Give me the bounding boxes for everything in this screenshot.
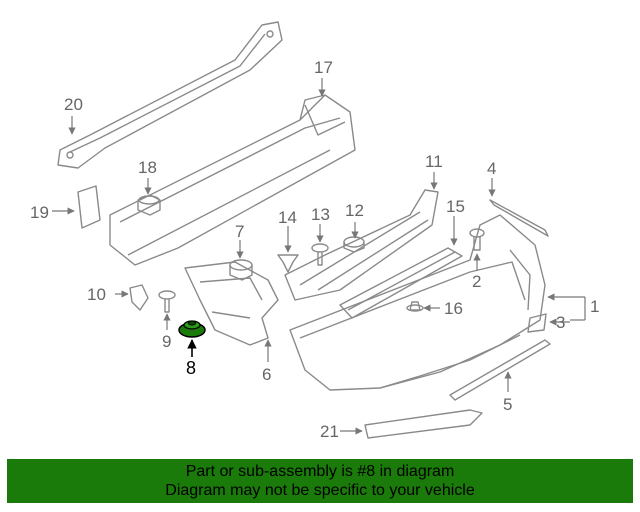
callout-2: 2 bbox=[472, 272, 481, 291]
callout-14: 14 bbox=[278, 208, 297, 227]
part-16-clip bbox=[406, 301, 424, 312]
part-19-plate bbox=[77, 185, 101, 229]
banner-line-2: Diagram may not be specific to your vehi… bbox=[165, 482, 475, 499]
callout-12: 12 bbox=[345, 201, 364, 220]
callout-9: 9 bbox=[162, 332, 171, 351]
callout-18: 18 bbox=[138, 158, 157, 177]
callout-5: 5 bbox=[503, 395, 512, 414]
part-20-support-bar bbox=[57, 21, 283, 169]
part-2-screw bbox=[469, 228, 485, 251]
callout-17: 17 bbox=[314, 58, 333, 77]
callout-11: 11 bbox=[425, 152, 443, 171]
part-3-reflector bbox=[527, 313, 547, 333]
callout-19: 19 bbox=[30, 203, 49, 222]
exploded-parts-diagram: 20 17 18 19 11 4 12 13 14 15 7 2 10 9 6 … bbox=[30, 21, 599, 441]
banner-line-1: Part or sub-assembly is #8 in diagram bbox=[185, 463, 455, 480]
callout-4: 4 bbox=[487, 159, 496, 178]
part-17-reinforcement-beam bbox=[109, 94, 356, 266]
callout-16: 16 bbox=[444, 299, 463, 318]
part-18-nut bbox=[137, 194, 161, 216]
info-banner: Part or sub-assembly is #8 in diagram Di… bbox=[7, 459, 633, 503]
part-11-bracket bbox=[284, 189, 439, 301]
callout-13: 13 bbox=[311, 205, 330, 224]
part-5-trim bbox=[449, 339, 551, 401]
part-9-bolt bbox=[158, 290, 176, 313]
part-21-molding bbox=[364, 409, 483, 439]
callout-1: 1 bbox=[590, 297, 599, 316]
part-14-clip bbox=[277, 254, 299, 273]
callout-3: 3 bbox=[556, 313, 565, 332]
callout-21: 21 bbox=[320, 422, 339, 441]
callout-labels: 20 17 18 19 11 4 12 13 14 15 7 2 10 9 6 … bbox=[30, 58, 599, 441]
callout-7: 7 bbox=[235, 222, 244, 241]
part-1-bumper-cover bbox=[289, 214, 546, 391]
callout-20: 20 bbox=[64, 95, 83, 114]
part-4-strip bbox=[489, 199, 549, 237]
callout-15: 15 bbox=[446, 197, 465, 216]
part-10-clip bbox=[129, 284, 149, 311]
callout-10: 10 bbox=[87, 285, 106, 304]
callout-6: 6 bbox=[262, 365, 271, 384]
callout-8-highlighted: 8 bbox=[186, 358, 196, 378]
part-13-bolt bbox=[311, 243, 329, 266]
part-7-grommet bbox=[229, 259, 253, 281]
part-8-nut-highlighted bbox=[178, 320, 206, 338]
